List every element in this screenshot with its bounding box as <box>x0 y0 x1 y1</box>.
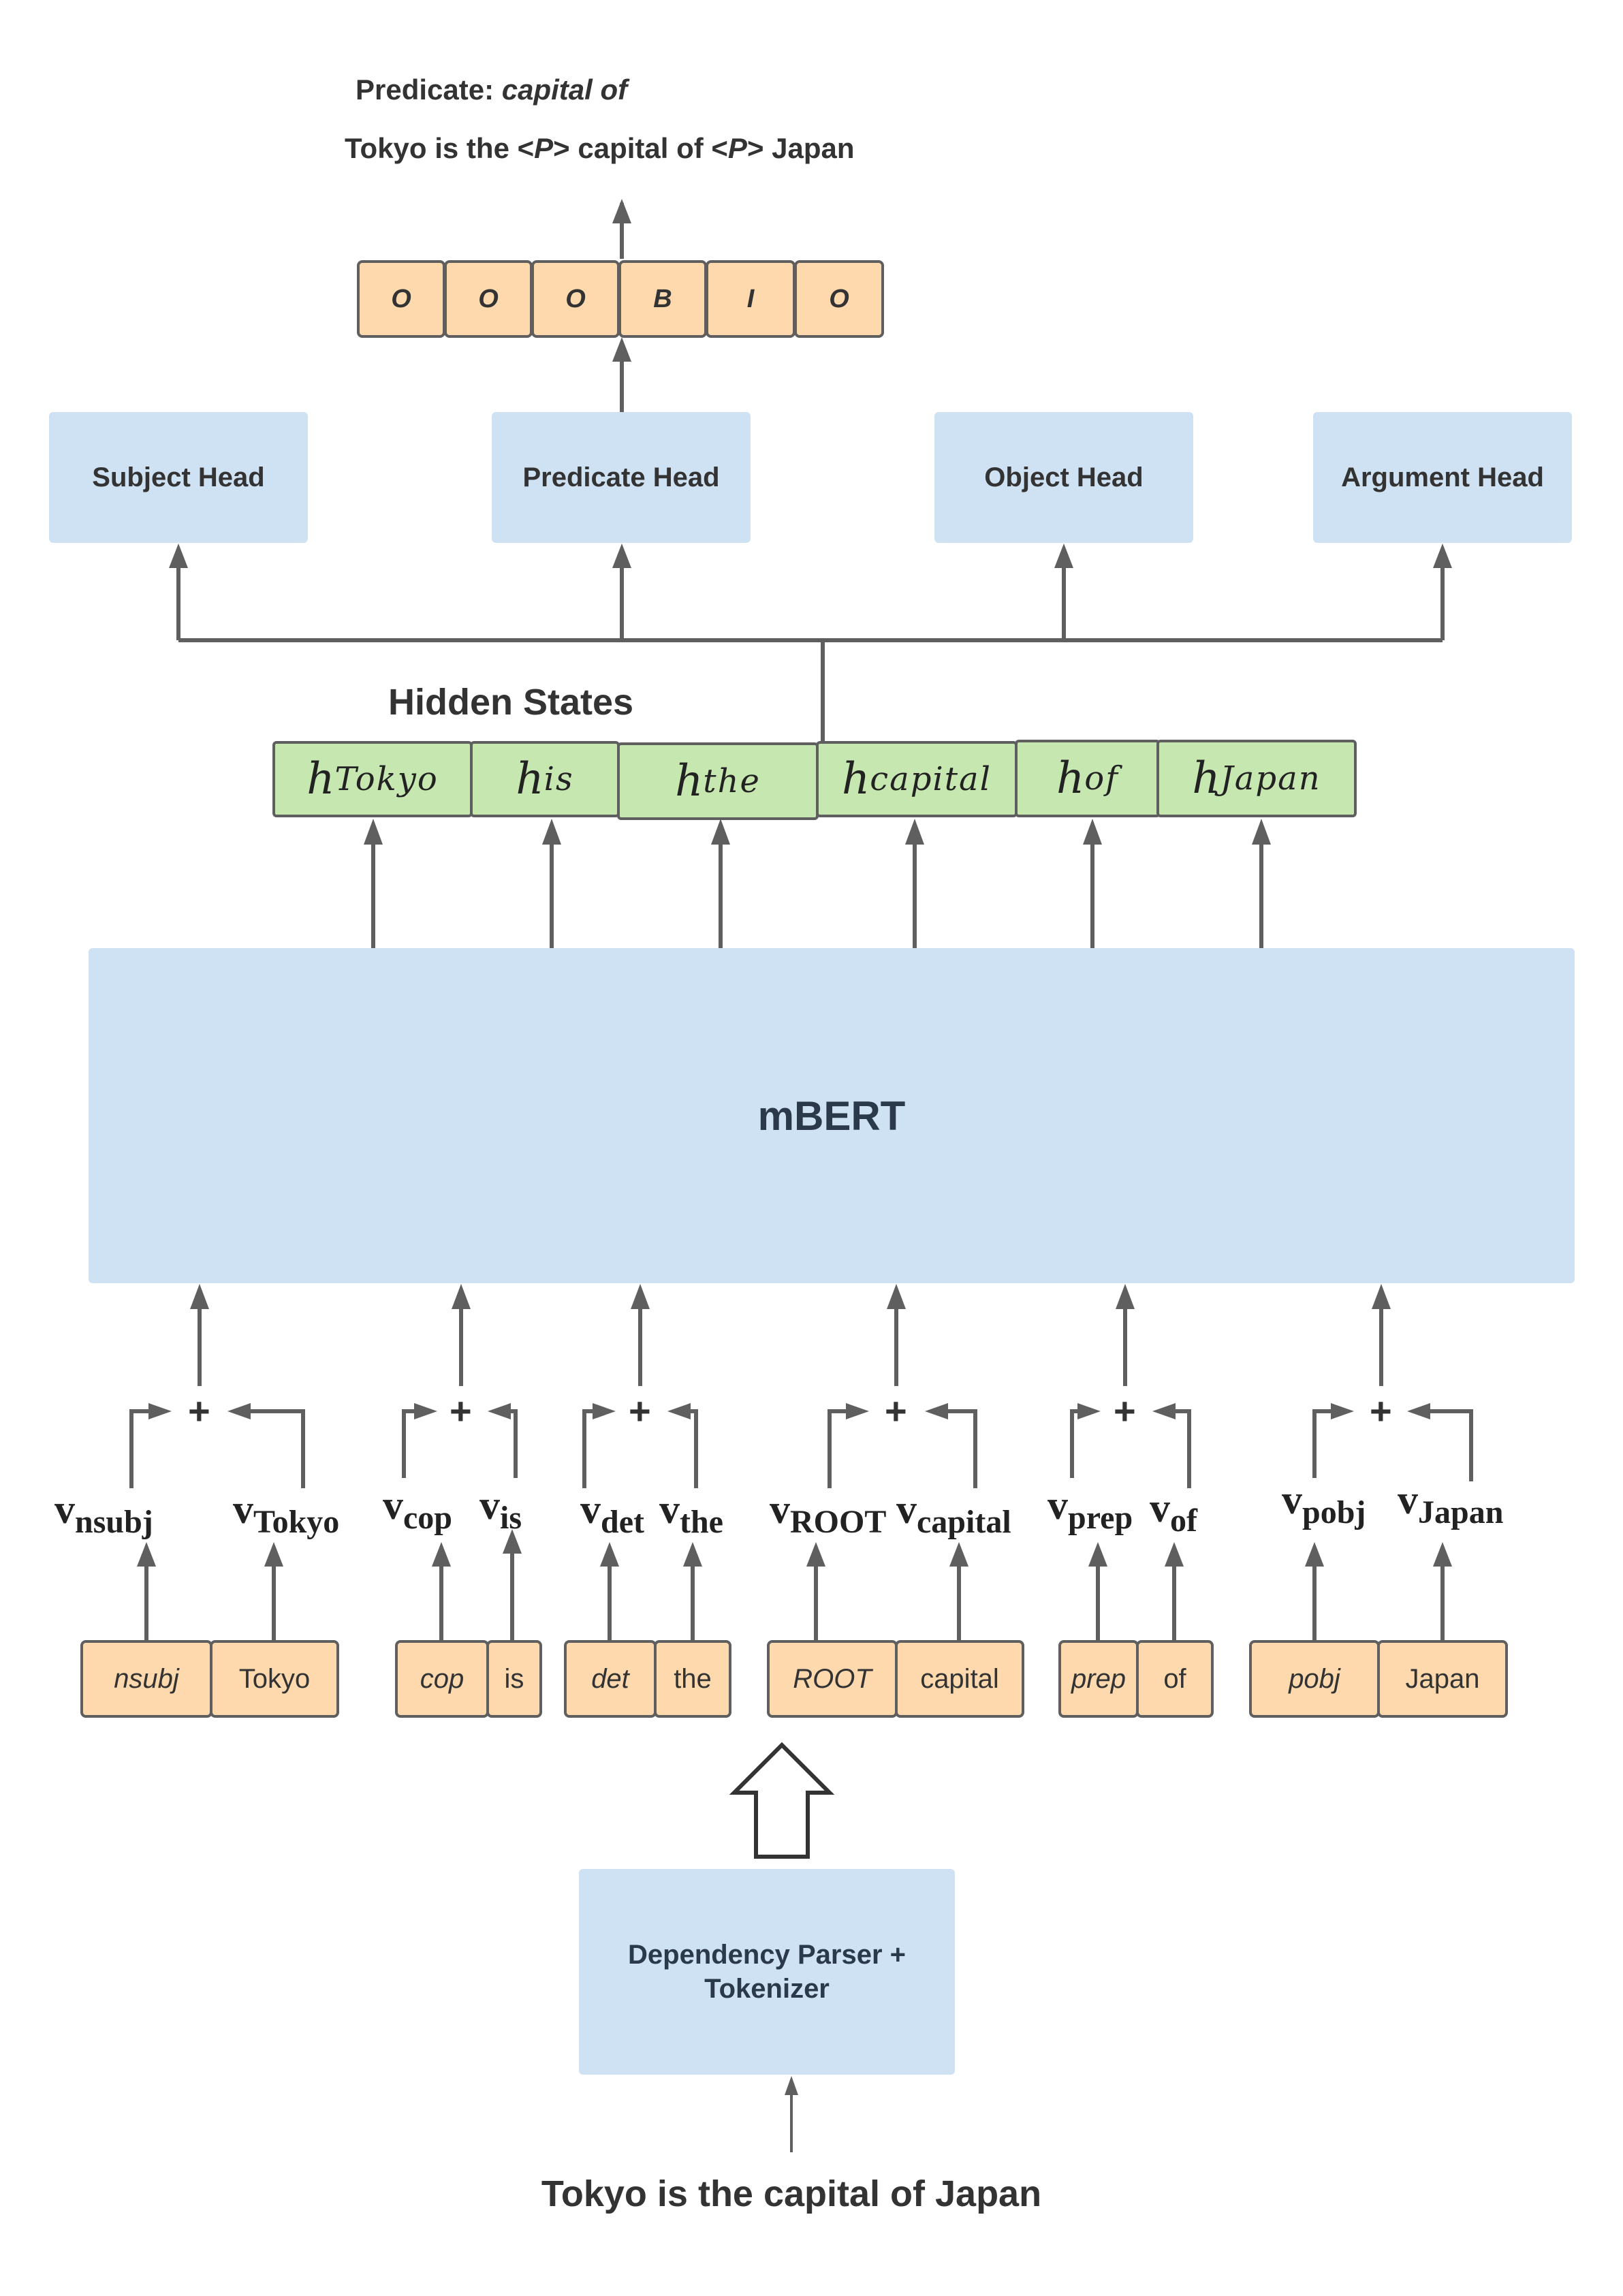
hidden-state-subscript: of <box>1084 759 1119 798</box>
output-sentence-marker: P <box>727 132 747 164</box>
hidden-state-base: h <box>675 756 704 806</box>
hidden-state-subscript: the <box>703 762 761 800</box>
bio-tag: O <box>531 260 620 338</box>
word-vector: vof <box>1150 1488 1197 1537</box>
vector-subscript: Japan <box>1418 1494 1504 1530</box>
subject-head: Subject Head <box>49 412 308 543</box>
relation-vector: vdet <box>580 1489 644 1539</box>
relation-token: pobj <box>1249 1640 1380 1718</box>
output-sentence-part: > capital of < <box>553 132 728 164</box>
predicate-prefix: Predicate: <box>356 74 502 106</box>
hidden-state-subscript: capital <box>870 760 992 798</box>
output-sentence-marker: P <box>534 132 554 164</box>
hidden-state-subscript: Japan <box>1220 759 1321 798</box>
word-token: Japan <box>1377 1640 1508 1718</box>
bio-tag: I <box>706 260 795 338</box>
parser-output-arrow <box>729 1742 835 1859</box>
relation-token: ROOT <box>767 1640 898 1718</box>
vector-symbol: v <box>580 1487 601 1532</box>
output-sentence-part: > Japan <box>746 132 855 164</box>
vector-subscript: of <box>1170 1503 1197 1539</box>
vector-symbol: v <box>1150 1485 1170 1530</box>
word-vector: vis <box>479 1485 522 1535</box>
word-token: capital <box>895 1640 1024 1718</box>
vector-subscript: Tokyo <box>253 1504 340 1540</box>
plus-sign: + <box>450 1389 472 1432</box>
vector-symbol: v <box>1282 1477 1302 1522</box>
word-token: the <box>654 1640 731 1718</box>
bio-tag: O <box>444 260 533 338</box>
word-token: Tokyo <box>210 1640 339 1718</box>
vector-subscript: the <box>680 1504 723 1540</box>
predicate-line: Predicate: capital of <box>356 74 627 106</box>
relation-token: cop <box>395 1640 489 1718</box>
mbert-encoder: mBERT <box>89 948 1575 1283</box>
vector-subscript: pobj <box>1302 1494 1366 1530</box>
vector-subscript: capital <box>917 1504 1011 1540</box>
hidden-states-label: Hidden States <box>388 682 634 723</box>
hidden-state-base: h <box>516 754 544 804</box>
plus-sign: + <box>629 1389 651 1432</box>
vector-subscript: det <box>601 1504 644 1540</box>
output-sentence-part: Tokyo is the < <box>345 132 535 164</box>
plus-sign: + <box>1114 1389 1136 1432</box>
hidden-state-base: h <box>841 754 870 804</box>
vector-symbol: v <box>54 1487 75 1532</box>
relation-token: prep <box>1058 1640 1139 1718</box>
word-vector: vTokyo <box>233 1489 339 1539</box>
vector-symbol: v <box>896 1487 917 1532</box>
bio-tag: B <box>618 260 707 338</box>
bio-tag: O <box>794 260 884 338</box>
predicate-value: capital of <box>501 74 628 106</box>
bio-tag: O <box>357 260 445 338</box>
vector-subscript: nsubj <box>75 1504 153 1540</box>
vector-symbol: v <box>383 1483 403 1528</box>
object-head: Object Head <box>934 412 1193 543</box>
vector-subscript: cop <box>403 1500 452 1536</box>
word-token: is <box>486 1640 542 1718</box>
vector-symbol: v <box>659 1487 680 1532</box>
relation-vector: vpobj <box>1282 1479 1366 1529</box>
relation-token: det <box>564 1640 657 1718</box>
hidden-state-base: h <box>1192 753 1220 804</box>
word-token: of <box>1136 1640 1214 1718</box>
word-vector: vthe <box>659 1489 723 1539</box>
word-vector: vJapan <box>1398 1479 1503 1529</box>
hidden-state-subscript: Tokyo <box>334 760 439 798</box>
output-sentence: Tokyo is the <P> capital of <P> Japan <box>345 132 855 165</box>
vector-symbol: v <box>770 1487 790 1532</box>
relation-vector: vprep <box>1047 1485 1133 1535</box>
hidden-state-base: h <box>306 754 335 804</box>
vector-symbol: v <box>1047 1483 1068 1528</box>
plus-sign: + <box>1370 1389 1392 1432</box>
vector-symbol: v <box>233 1487 253 1532</box>
predicate-head: Predicate Head <box>492 412 751 543</box>
hidden-state-base: h <box>1056 753 1085 804</box>
vector-subscript: is <box>500 1500 522 1536</box>
plus-sign: + <box>885 1389 907 1432</box>
plus-sign: + <box>188 1389 210 1432</box>
argument-head: Argument Head <box>1313 412 1572 543</box>
dependency-parser-tokenizer: Dependency Parser + Tokenizer <box>579 1869 955 2075</box>
input-sentence: Tokyo is the capital of Japan <box>541 2173 1042 2214</box>
relation-vector: vnsubj <box>54 1489 153 1539</box>
relation-vector: vcop <box>383 1485 452 1535</box>
vector-symbol: v <box>479 1483 500 1528</box>
word-vector: vcapital <box>896 1489 1011 1539</box>
relation-token: nsubj <box>80 1640 212 1718</box>
vector-subscript: prep <box>1068 1500 1133 1536</box>
relation-vector: vROOT <box>770 1489 886 1539</box>
vector-symbol: v <box>1398 1477 1418 1522</box>
hidden-state-subscript: is <box>543 760 574 798</box>
vector-subscript: ROOT <box>790 1504 887 1540</box>
